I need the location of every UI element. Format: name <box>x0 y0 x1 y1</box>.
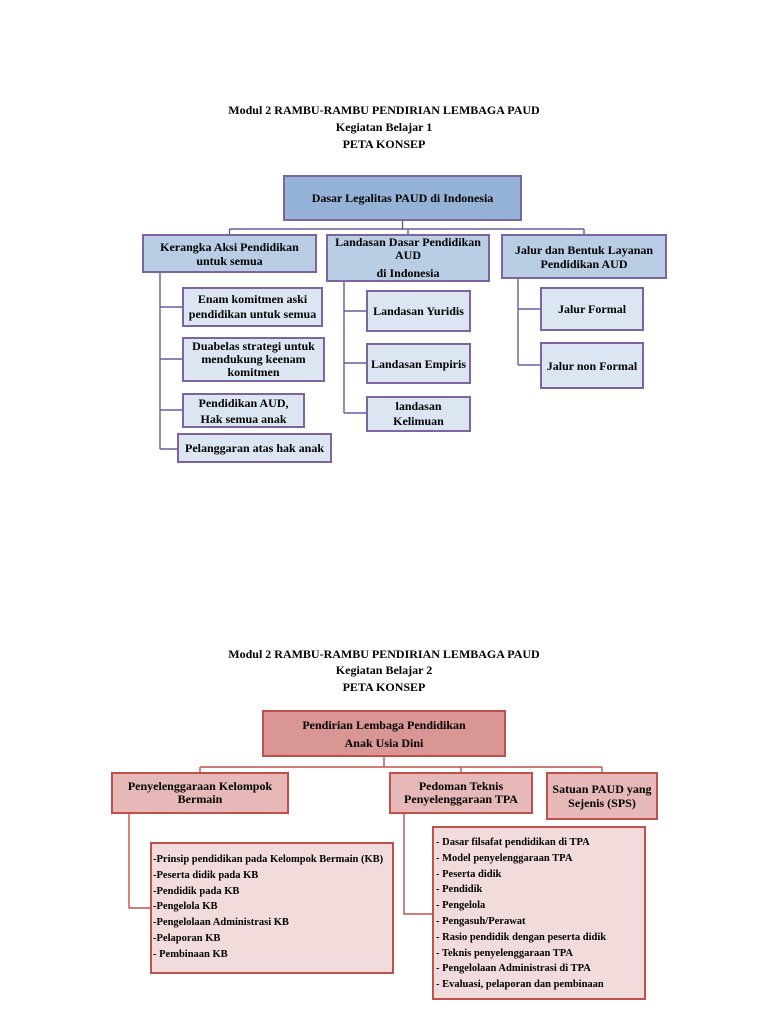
map2-tpa-detail-list: - Dasar filsafat pendidikan di TPA - Mod… <box>432 826 646 1000</box>
detail-item: -Pengelolaan Administrasi KB <box>153 917 289 929</box>
detail-item: - Peserta didik <box>436 868 502 880</box>
map2-branch1-elbow <box>128 814 150 909</box>
detail-item: - Teknis penyelenggaraan TPA <box>436 947 574 959</box>
detail-item: -Peserta didik pada KB <box>153 869 259 881</box>
node-label: Satuan PAUD yang <box>552 782 652 796</box>
node-label: Landasan Yuridis <box>373 304 464 318</box>
map2-module-title: Modul 2 RAMBU-RAMBU PENDIRIAN LEMBAGA PA… <box>228 647 540 661</box>
detail-item: - Evaluasi, pelaporan dan pembinaan <box>436 979 604 991</box>
detail-item: - Pengelolaan Administrasi di TPA <box>436 963 591 975</box>
map1-leaf-landasan-yuridis: Landasan Yuridis <box>366 290 471 332</box>
map1-branch-jalur-layanan: Jalur dan Bentuk Layanan Pendidikan AUD <box>501 234 667 279</box>
map2-branch-sps: Satuan PAUD yang Sejenis (SPS) <box>546 772 658 820</box>
map2-activity-title: Kegiatan Belajar 2 <box>335 663 433 677</box>
node-label: Kelimuan <box>393 414 444 428</box>
node-label: AUD <box>395 248 421 262</box>
map2-branch-kelompok-bermain: Penyelenggaraan Kelompok Bermain <box>111 772 289 814</box>
map1-leaf-jalur-non-formal: Jalur non Formal <box>540 342 644 389</box>
map2-kb-detail-list: -Prinsip pendidikan pada Kelompok Bermai… <box>150 842 394 974</box>
node-label: Sejenis (SPS) <box>568 796 636 810</box>
detail-item: -Pengelola KB <box>153 901 218 913</box>
node-label: Penyelenggaraan TPA <box>404 792 518 806</box>
node-label: Pedoman Teknis <box>418 779 504 793</box>
map1-branch-kerangka-aksi: Kerangka Aksi Pendidikan untuk semua <box>142 234 317 273</box>
map1-leaf-jalur-formal: Jalur Formal <box>540 287 644 331</box>
map1-root-node: Dasar Legalitas PAUD di Indonesia <box>283 175 522 221</box>
node-label: di Indonesia <box>376 266 440 280</box>
node-label: landasan <box>395 399 442 413</box>
node-label: Kerangka Aksi Pendidikan <box>160 239 299 254</box>
node-label: untuk semua <box>196 253 263 268</box>
map1-leaf-duabelas-strategi: Duabelas strategi untuk mendukung keenam… <box>182 337 325 382</box>
map2-root-node: Pendirian Lembaga Pendidikan Anak Usia D… <box>262 710 506 757</box>
node-label: Jalur non Formal <box>546 358 638 373</box>
detail-item: - Pengelola <box>436 900 486 912</box>
map2-branch-pedoman-tpa: Pedoman Teknis Penyelenggaraan TPA <box>389 772 533 814</box>
node-label: Landasan Empiris <box>370 356 467 371</box>
node-label: Pendidikan AUD, <box>198 395 289 410</box>
node-label: Landasan Dasar Pendidikan <box>335 235 481 249</box>
node-label: komitmen <box>227 365 280 379</box>
node-label: Penyelenggaraan Kelompok <box>127 779 273 793</box>
node-label: Jalur Formal <box>557 302 627 316</box>
map1-activity-title: Kegiatan Belajar 1 <box>335 120 433 134</box>
map1-branch-landasan-dasar: Landasan Dasar Pendidikan AUD di Indones… <box>326 234 490 282</box>
detail-item: - Model penyelenggaraan TPA <box>436 852 573 864</box>
node-label: Enam komitmen aski <box>197 292 308 306</box>
node-label: Dasar Legalitas PAUD di Indonesia <box>311 191 494 205</box>
node-label: Duabelas strategi untuk <box>192 339 315 353</box>
node-label: pendidikan untuk semua <box>188 307 317 321</box>
detail-item: - Pendidik <box>436 884 483 896</box>
map1-leaf-landasan-empiris: Landasan Empiris <box>366 343 471 384</box>
detail-item: - Pengasuh/Perawat <box>436 915 526 927</box>
node-label: Jalur dan Bentuk Layanan <box>514 242 654 257</box>
map1-leaf-pelanggaran: Pelanggaran atas hak anak <box>177 433 332 463</box>
detail-item: -Pendidik pada KB <box>153 885 240 897</box>
detail-item: - Dasar filsafat pendidikan di TPA <box>436 837 590 848</box>
detail-item: -Prinsip pendidikan pada Kelompok Bermai… <box>153 854 384 865</box>
detail-item: - Pembinaan KB <box>153 948 228 960</box>
node-label: Pendirian Lembaga Pendidikan <box>302 717 466 732</box>
map2-concept-map-label: PETA KONSEP <box>342 680 426 694</box>
detail-item: - Rasio pendidik dengan peserta didik <box>436 931 607 943</box>
map1-leaf-hak-semua-anak: Pendidikan AUD, Hak semua anak <box>182 393 305 428</box>
detail-item: -Pelaporan KB <box>153 932 221 944</box>
node-label: Anak Usia Dini <box>344 735 424 750</box>
node-label: Hak semua anak <box>200 411 287 426</box>
map2-branch2-elbow <box>403 814 432 915</box>
map1-module-title: Modul 2 RAMBU-RAMBU PENDIRIAN LEMBAGA PA… <box>228 103 540 117</box>
map1-leaf-landasan-kelimuan: landasan Kelimuan <box>366 396 471 432</box>
node-label: Bermain <box>177 792 223 806</box>
map1-leaf-enam-komitmen: Enam komitmen aski pendidikan untuk semu… <box>182 287 323 327</box>
map1-concept-map-label: PETA KONSEP <box>342 137 426 151</box>
node-label: Pelanggaran atas hak anak <box>184 441 325 455</box>
node-label: mendukung keenam <box>201 352 306 366</box>
node-label: Pendidikan AUD <box>540 256 628 271</box>
